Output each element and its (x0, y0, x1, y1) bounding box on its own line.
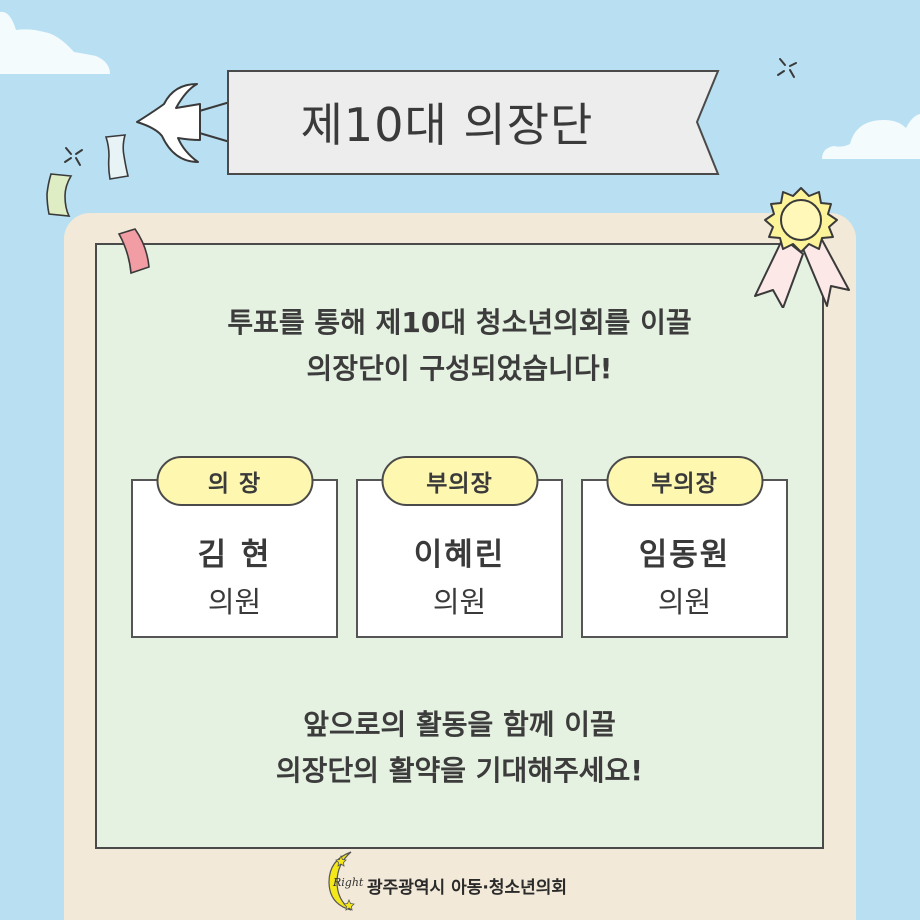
member-card-chair: 의 장 김 현 의원 (131, 456, 338, 638)
intro-text: 투표를 통해 제10대 청소년의회를 이끌 의장단이 구성되었습니다! (95, 300, 824, 392)
moon-logo-icon: Right (325, 850, 365, 916)
page-title: 제10대 의장단 (300, 98, 594, 152)
cloud-top-left (0, 0, 112, 76)
outro-line-1: 앞으로의 활동을 함께 이끌 (303, 708, 616, 741)
footer-logo: Right 광주광역시 아동·청소년의회 (325, 850, 568, 916)
confetti-icon (45, 172, 75, 222)
outro-line-2: 의장단의 활약을 기대해주세요! (275, 754, 644, 787)
intro-line-2: 의장단이 구성되었습니다! (306, 352, 613, 385)
sparkle-icon (62, 144, 86, 172)
member-title: 의원 (207, 585, 262, 619)
member-name: 임동원 (638, 537, 731, 573)
intro-line-1: 투표를 통해 제10대 청소년의회를 이끌 (227, 306, 692, 339)
member-card-vice-chair-1: 부의장 이혜린 의원 (356, 456, 563, 638)
title-banner (227, 70, 721, 180)
member-title: 의원 (657, 585, 712, 619)
sparkle-icon (775, 55, 801, 85)
role-badge: 부의장 (381, 456, 538, 506)
organization-name: 광주광역시 아동·청소년의회 (367, 877, 568, 898)
cloud-right (820, 110, 920, 160)
member-card-vice-chair-2: 부의장 임동원 의원 (581, 456, 788, 638)
confetti-icon (117, 228, 153, 280)
dove-icon (134, 80, 234, 170)
svg-text:Right: Right (332, 876, 364, 889)
confetti-icon (104, 134, 130, 184)
member-name: 김 현 (197, 537, 272, 573)
member-name: 이혜린 (413, 537, 506, 573)
member-title: 의원 (432, 585, 487, 619)
role-badge: 부의장 (606, 456, 763, 506)
outro-text: 앞으로의 활동을 함께 이끌 의장단의 활약을 기대해주세요! (95, 702, 824, 794)
role-badge: 의 장 (156, 456, 313, 506)
medal-ribbon-icon (745, 186, 855, 312)
